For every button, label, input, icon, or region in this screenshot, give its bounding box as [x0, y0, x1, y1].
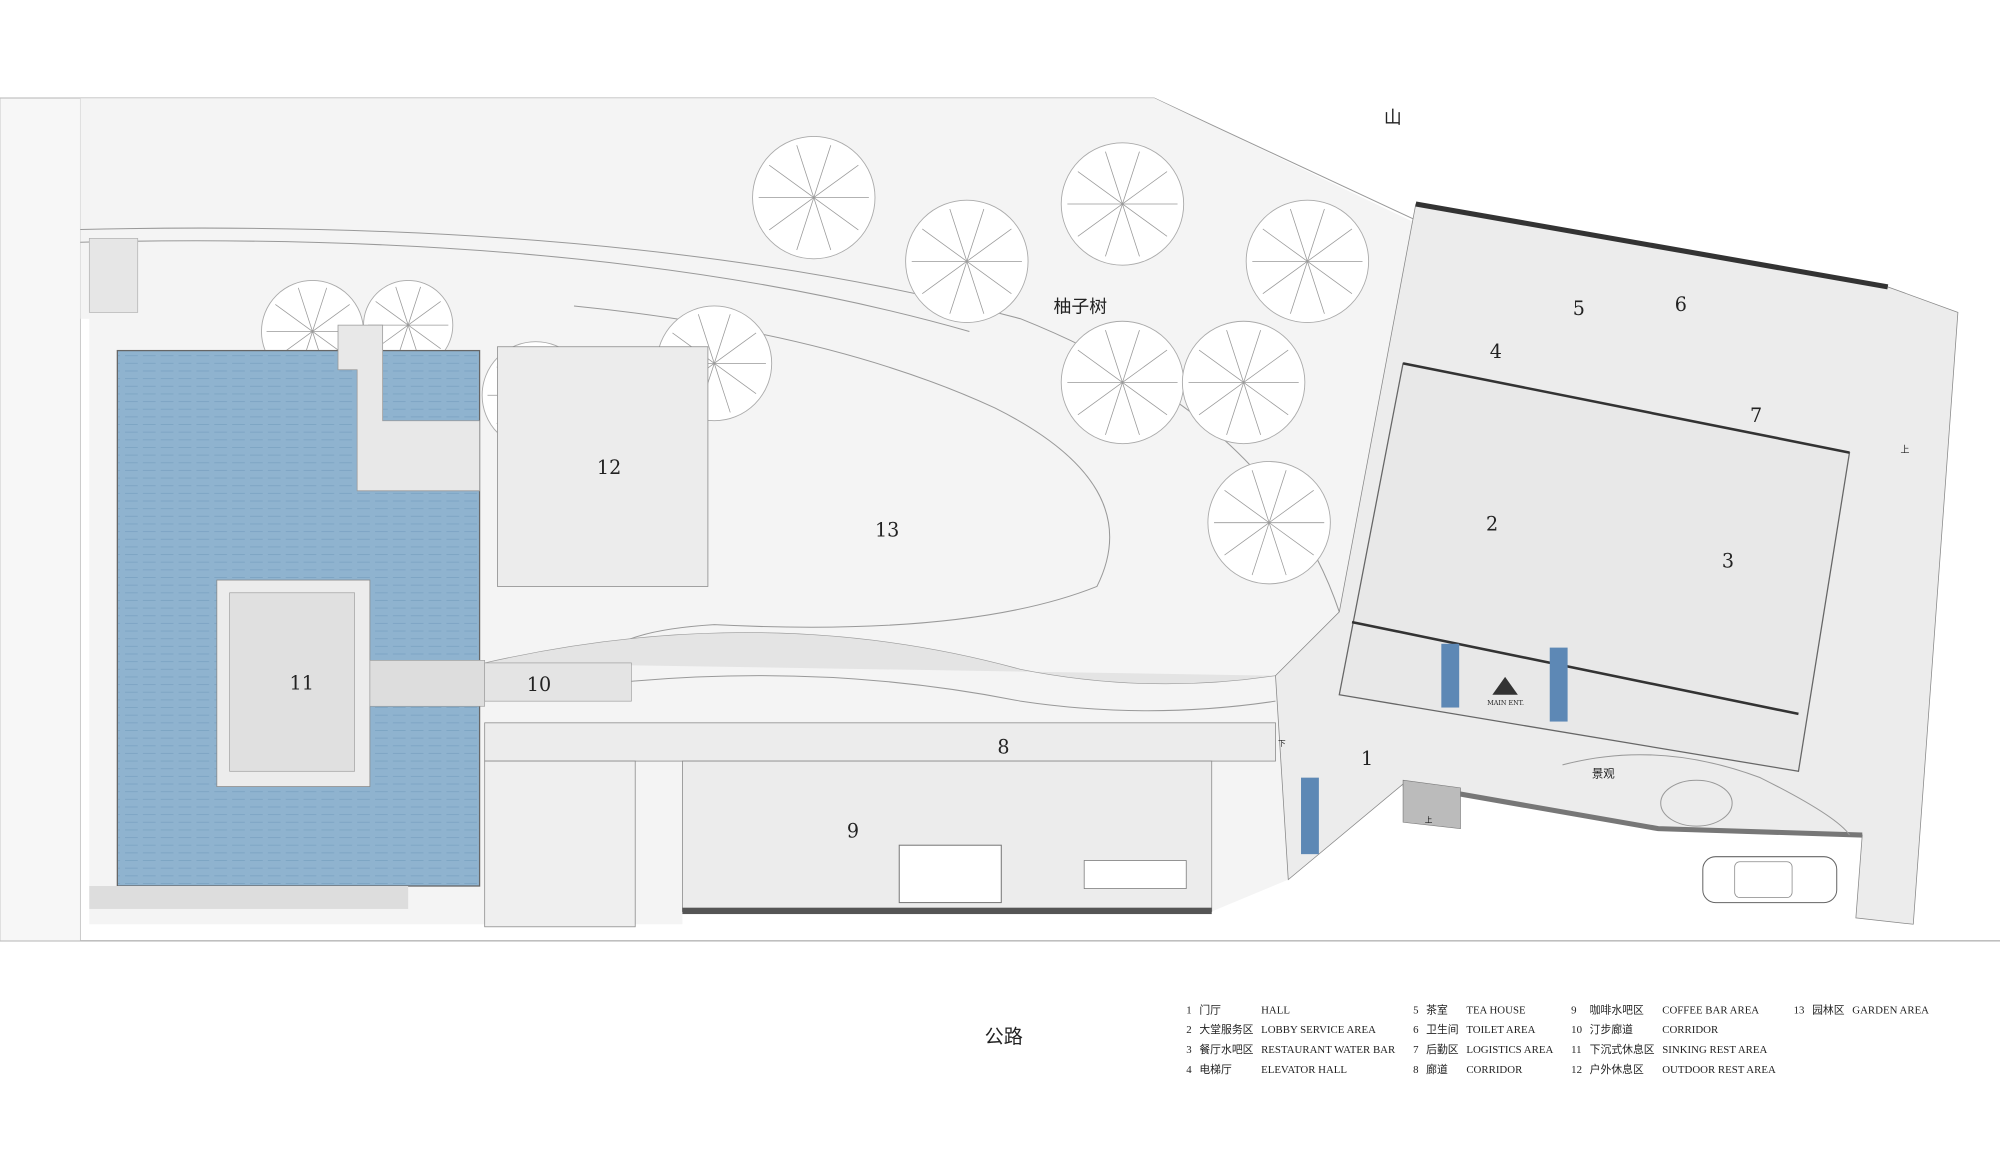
legend-cn: 廊道	[1426, 1062, 1448, 1076]
legend-num: 4	[1186, 1064, 1192, 1076]
legend-num: 8	[1413, 1064, 1418, 1076]
legend-item: 1 门厅 HALL	[1186, 1002, 1290, 1016]
car-icon	[1702, 856, 1838, 904]
outdoor-rest-deck	[497, 346, 709, 587]
legend-item: 12 户外休息区 OUTDOOR REST AREA	[1571, 1062, 1776, 1076]
legend-en: TEA HOUSE	[1466, 1004, 1526, 1016]
landscape-label: 景观	[1592, 767, 1615, 781]
legend-cn: 咖啡水吧区	[1590, 1002, 1644, 1016]
legend-en: HALL	[1261, 1004, 1290, 1016]
area-10-label: 10	[527, 673, 551, 696]
tree-icon	[752, 135, 876, 260]
area-11-label: 11	[290, 672, 314, 695]
legend-num: 10	[1571, 1024, 1582, 1036]
legend-cn: 汀步廊道	[1590, 1022, 1633, 1036]
legend-cn: 园林区	[1812, 1002, 1845, 1016]
area-2-label: 2	[1486, 512, 1498, 535]
tree-icon	[1181, 320, 1306, 445]
area-6-label: 6	[1675, 293, 1687, 316]
stepping-corridor	[484, 662, 632, 702]
area-7-label: 7	[1750, 404, 1762, 427]
legend-item: 11 下沉式休息区 SINKING REST AREA	[1571, 1042, 1767, 1056]
legend-en: SINKING REST AREA	[1662, 1044, 1767, 1056]
legend-cn: 大堂服务区	[1199, 1022, 1253, 1036]
tree-icon	[905, 199, 1029, 323]
stairs-up-label-2: 上	[1901, 445, 1910, 456]
legend-item: 5 茶室 TEA HOUSE	[1413, 1002, 1526, 1016]
legend-num: 3	[1186, 1044, 1191, 1056]
legend-cn: 卫生间	[1426, 1022, 1458, 1036]
legend-num: 9	[1571, 1004, 1576, 1016]
legend-cn: 餐厅水吧区	[1199, 1042, 1253, 1056]
area-4-label: 4	[1490, 340, 1502, 363]
legend-item: 10 汀步廊道 CORRIDOR	[1571, 1022, 1719, 1036]
legend-item: 6 卫生间 TOILET AREA	[1413, 1022, 1535, 1036]
area-1-label: 1	[1361, 747, 1373, 770]
legend-num: 13	[1794, 1004, 1805, 1016]
tree-icon	[1060, 320, 1185, 445]
area-13-label: 13	[875, 519, 899, 542]
legend-item: 2 大堂服务区 LOBBY SERVICE AREA	[1186, 1022, 1376, 1036]
tree-icon	[1207, 461, 1331, 585]
pomelo-trees-label: 柚子树	[1054, 296, 1108, 317]
legend-num: 1	[1186, 1004, 1191, 1016]
legend-cn: 门厅	[1199, 1002, 1221, 1016]
legend-item: 13 园林区 GARDEN AREA	[1794, 1002, 1930, 1016]
legend-en: LOBBY SERVICE AREA	[1261, 1024, 1376, 1036]
legend-cn: 后勤区	[1426, 1043, 1459, 1056]
pool	[89, 324, 486, 909]
legend-cn: 茶室	[1426, 1002, 1448, 1016]
legend-en: CORRIDOR	[1466, 1064, 1523, 1076]
main-entrance-label: MAIN ENT.	[1487, 699, 1524, 707]
stairs-up-label: 上	[1425, 815, 1433, 824]
area-9-label: 9	[847, 820, 859, 843]
legend-num: 6	[1413, 1024, 1419, 1036]
legend-item: 3 餐厅水吧区 RESTAURANT WATER BAR	[1186, 1042, 1396, 1056]
legend-num: 7	[1413, 1044, 1419, 1056]
area-8-label: 8	[997, 735, 1009, 758]
legend-num: 12	[1571, 1064, 1582, 1076]
area-3-label: 3	[1722, 549, 1734, 572]
legend-en: RESTAURANT WATER BAR	[1261, 1044, 1396, 1056]
tree-icon	[1060, 142, 1185, 266]
mountain-label: 山	[1384, 108, 1402, 129]
entrance-arrow-icon	[1492, 676, 1518, 695]
legend-en: CORRIDOR	[1662, 1024, 1719, 1036]
legend-cn: 下沉式休息区	[1590, 1042, 1655, 1056]
legend-en: TOILET AREA	[1466, 1024, 1535, 1036]
stairs-down-label: 下	[1278, 739, 1286, 748]
legend-item: 8 廊道 CORRIDOR	[1413, 1062, 1523, 1076]
legend-num: 11	[1571, 1044, 1581, 1056]
tree-icon	[1245, 199, 1370, 323]
area-5-label: 5	[1573, 297, 1585, 320]
legend-en: OUTDOOR REST AREA	[1662, 1064, 1776, 1076]
road-label: 公路	[985, 1025, 1023, 1048]
legend-cn: 电梯厅	[1199, 1063, 1232, 1076]
legend-en: COFFEE BAR AREA	[1662, 1004, 1759, 1016]
legend-en: ELEVATOR HALL	[1261, 1064, 1347, 1076]
legend-item: 4 电梯厅 ELEVATOR HALL	[1186, 1063, 1347, 1076]
area-12-label: 12	[597, 456, 621, 479]
legend-en: LOGISTICS AREA	[1466, 1044, 1553, 1056]
corridor	[484, 722, 1276, 762]
legend-cn: 户外休息区	[1590, 1062, 1644, 1076]
legend-num: 2	[1186, 1024, 1191, 1036]
legend-num: 5	[1413, 1004, 1418, 1016]
legend-item: 7 后勤区 LOGISTICS AREA	[1413, 1043, 1553, 1056]
main-building	[1275, 201, 1959, 925]
legend: 1 门厅 HALL 2 大堂服务区 LOBBY SERVICE AREA 3 餐厅水吧区 RES…	[1186, 1002, 1929, 1075]
legend-item: 9 咖啡水吧区 COFFEE BAR AREA	[1571, 1002, 1759, 1016]
legend-en: GARDEN AREA	[1852, 1004, 1929, 1016]
